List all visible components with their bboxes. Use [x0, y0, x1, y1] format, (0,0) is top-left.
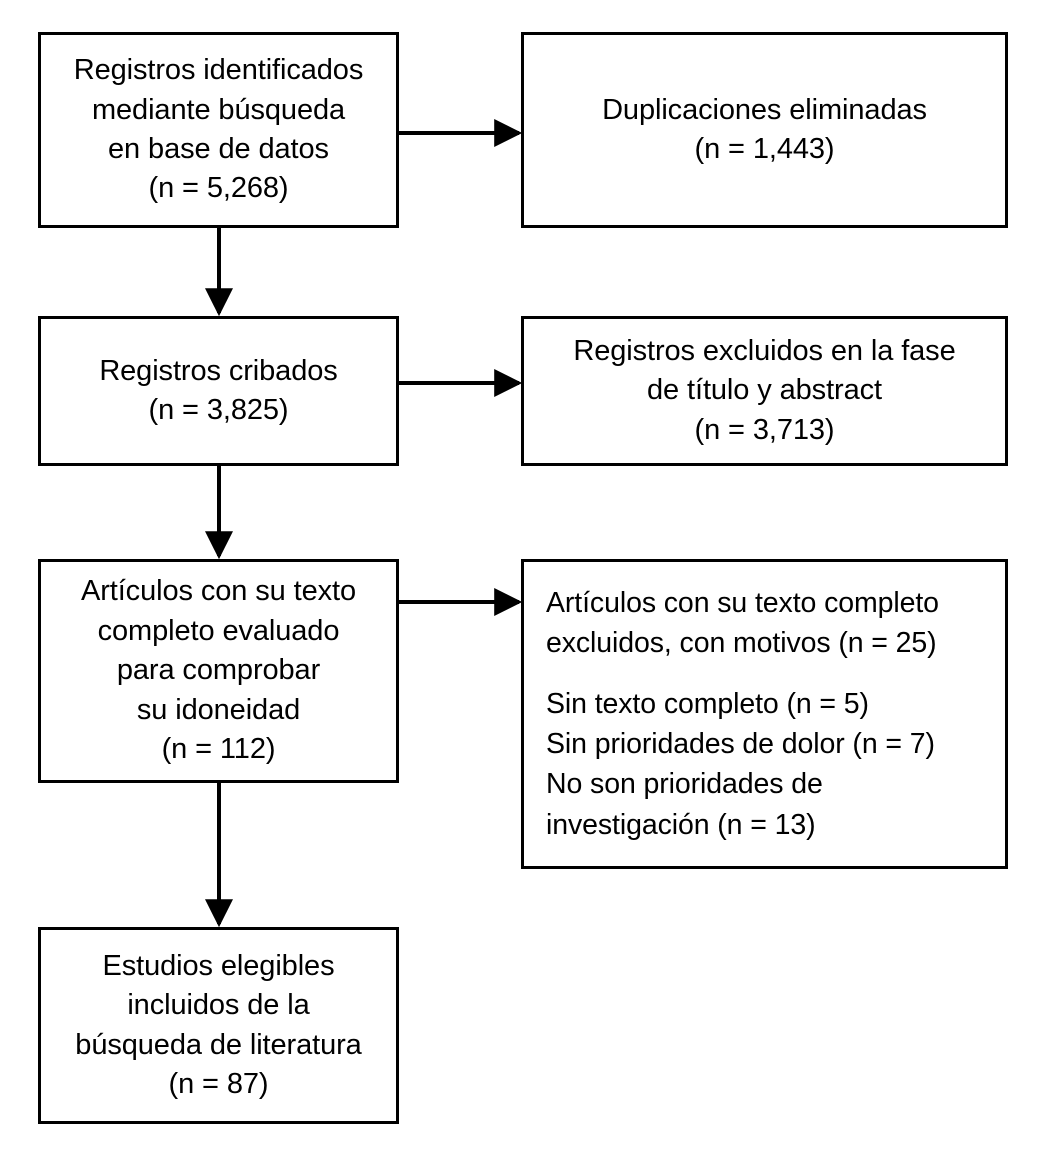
box-line: búsqueda de literatura — [75, 1028, 362, 1061]
box-line: Sin texto completo (n = 5) — [546, 687, 869, 720]
box-line: de título y abstract — [647, 374, 882, 407]
box-line: (n = 3,713) — [694, 413, 835, 446]
box-line: Duplicaciones eliminadas — [602, 93, 927, 126]
box-line: Registros cribados — [99, 354, 338, 387]
box-line: Sin prioridades de dolor (n = 7) — [546, 728, 935, 760]
box-line: (n = 87) — [168, 1067, 269, 1100]
fulltext-assessed-box: Artículos con su texto completo evaluado… — [38, 559, 399, 783]
duplicates-removed-box: Duplicaciones eliminadas (n = 1,443) — [521, 32, 1008, 228]
box-line-spacer — [524, 664, 550, 684]
box-line: (n = 5,268) — [148, 172, 289, 205]
box-line: excluidos, con motivos (n = 25) — [546, 627, 937, 660]
box-line: incluidos de la — [127, 989, 310, 1022]
fulltext-excluded-reasons-box: Artículos con su texto completo excluido… — [521, 559, 1008, 869]
box-line: Artículos con su texto — [80, 575, 357, 608]
box-line: completo evaluado — [97, 614, 340, 647]
box-line: Registros excluidos en la fase — [573, 334, 956, 367]
box-line: (n = 1,443) — [694, 133, 835, 165]
box-line: (n = 3,825) — [148, 394, 289, 426]
records-identified-box: Registros identificados mediante búsqued… — [38, 32, 399, 228]
box-line: investigación (n = 13) — [546, 808, 816, 841]
box-line: mediante búsqueda — [91, 93, 346, 126]
records-excluded-screening-box: Registros excluidos en la fase de título… — [521, 316, 1008, 466]
box-line: Artículos con su texto completo — [546, 586, 939, 619]
box-line: su idoneidad — [136, 693, 301, 726]
box-line: en base de datos — [108, 133, 329, 165]
box-line: (n = 112) — [161, 733, 276, 766]
studies-included-box: Estudios elegibles incluidos de la búsqu… — [38, 927, 399, 1124]
box-line: Estudios elegibles — [102, 949, 335, 982]
box-line: No son prioridades de — [546, 768, 823, 801]
records-screened-box: Registros cribados (n = 3,825) — [38, 316, 399, 466]
box-line: Registros identificados — [73, 54, 364, 87]
box-line: para comprobar — [116, 654, 321, 687]
